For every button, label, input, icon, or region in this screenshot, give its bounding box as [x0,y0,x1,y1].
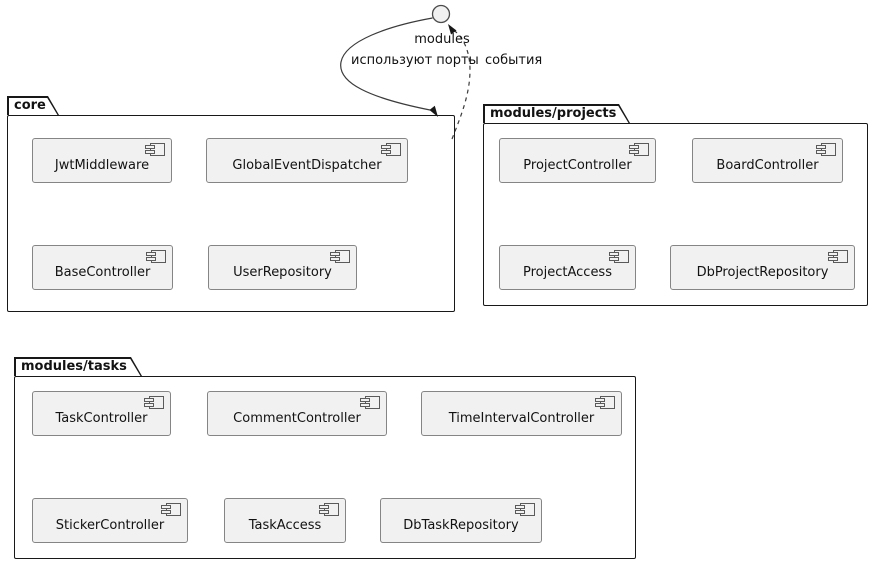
events-edge-label: события [485,53,543,68]
component-icon [828,250,848,263]
uses-ports-edge-label: используют порты [351,53,479,68]
component-label: TaskController [55,411,148,426]
component-label: JwtMiddleware [54,158,150,173]
component-stickercontroller: StickerController [32,498,188,543]
component-globaleventdispatcher: GlobalEventDispatcher [206,138,408,183]
component-label: DbTaskRepository [403,518,519,533]
component-label: ProjectController [523,158,632,173]
package-title-modules-tasks: modules/tasks [21,359,127,374]
package-tab-shape [485,106,629,124]
interface-label: modules [414,32,470,47]
component-timeintervalcontroller: TimeIntervalController [421,391,622,436]
package-tab-core: core [7,96,59,115]
component-icon [360,396,380,409]
package-title-modules-projects: modules/projects [490,106,617,121]
component-label: TaskAccess [248,518,322,533]
component-icon [515,503,535,516]
component-dbprojectrepository: DbProjectRepository [670,245,855,290]
component-icon [330,250,350,263]
component-taskcontroller: TaskController [32,391,171,436]
package-tab-modules-tasks: modules/tasks [14,357,142,376]
component-userrepository: UserRepository [208,245,357,290]
component-projectaccess: ProjectAccess [499,245,636,290]
component-taskaccess: TaskAccess [224,498,346,543]
component-label: GlobalEventDispatcher [232,158,382,173]
component-icon [161,503,181,516]
component-icon [629,143,649,156]
component-icon [146,250,166,263]
component-icon [816,143,836,156]
component-label: ProjectAccess [523,265,612,280]
component-icon [145,143,165,156]
package-tab-shape [16,359,141,377]
component-icon [609,250,629,263]
component-label: UserRepository [233,265,332,280]
component-icon [144,396,164,409]
component-label: DbProjectRepository [696,265,829,280]
component-boardcontroller: BoardController [692,138,843,183]
component-icon [381,143,401,156]
component-label: CommentController [233,411,361,426]
component-projectcontroller: ProjectController [499,138,656,183]
component-icon [595,396,615,409]
component-label: BoardController [716,158,819,173]
component-icon [319,503,339,516]
interface-circle [431,4,451,24]
package-tab-shape [9,98,58,116]
component-jwtmiddleware: JwtMiddleware [32,138,172,183]
component-dbtaskrepository: DbTaskRepository [380,498,542,543]
package-title-core: core [14,98,46,113]
component-commentcontroller: CommentController [207,391,387,436]
component-label: BaseController [54,265,151,280]
component-basecontroller: BaseController [32,245,173,290]
package-tab-modules-projects: modules/projects [483,104,630,123]
component-label: StickerController [55,518,165,533]
component-label: TimeIntervalController [448,411,595,426]
